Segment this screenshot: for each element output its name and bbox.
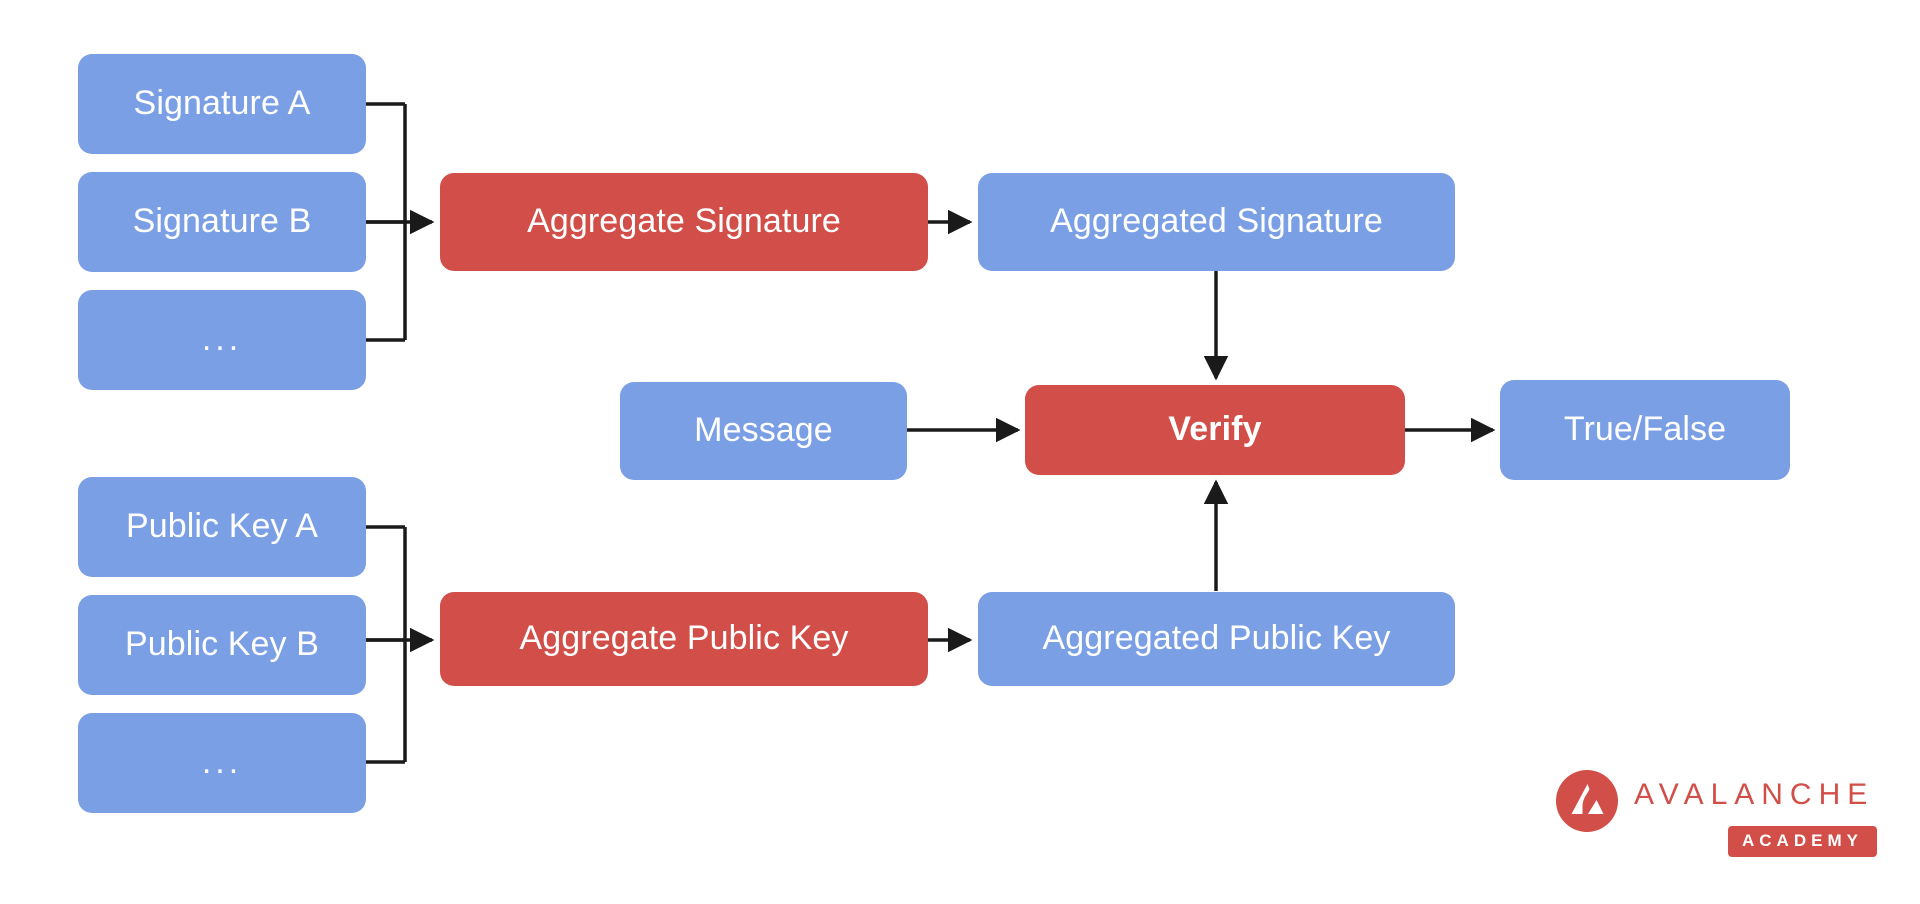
node-signature-a[interactable]: Signature A bbox=[78, 54, 366, 154]
avalanche-wordmark: AVALANCHE bbox=[1634, 778, 1875, 811]
node-signature-b[interactable]: Signature B bbox=[78, 172, 366, 272]
academy-badge: ACADEMY bbox=[1728, 826, 1877, 857]
avalanche-logo-mark bbox=[1556, 770, 1618, 832]
node-aggregated-signature[interactable]: Aggregated Signature bbox=[978, 173, 1455, 271]
node-public-key-a[interactable]: Public Key A bbox=[78, 477, 366, 577]
avalanche-academy-logo: AVALANCHE ACADEMY bbox=[1556, 766, 1880, 862]
node-signature-more[interactable]: ... bbox=[78, 290, 366, 390]
node-public-key-b[interactable]: Public Key B bbox=[78, 595, 366, 695]
edge-public-keys-to-aggregate bbox=[366, 525, 435, 764]
node-verify[interactable]: Verify bbox=[1025, 385, 1405, 475]
node-aggregate-public-key[interactable]: Aggregate Public Key bbox=[440, 592, 928, 686]
node-aggregated-public-key[interactable]: Aggregated Public Key bbox=[978, 592, 1455, 686]
node-true-false[interactable]: True/False bbox=[1500, 380, 1790, 480]
node-message[interactable]: Message bbox=[620, 382, 907, 480]
node-aggregate-signature[interactable]: Aggregate Signature bbox=[440, 173, 928, 271]
edge-signatures-to-aggregate bbox=[366, 102, 435, 342]
node-public-key-more[interactable]: ... bbox=[78, 713, 366, 813]
